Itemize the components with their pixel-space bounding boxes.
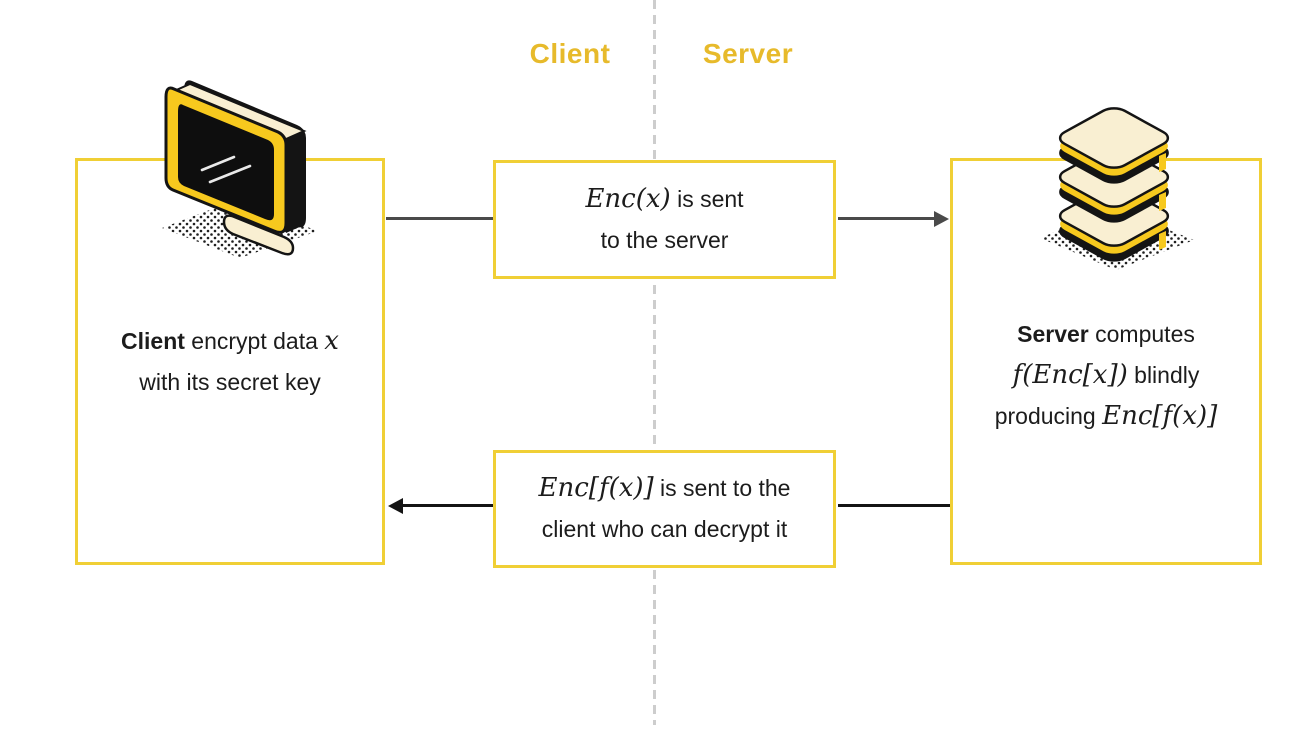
server-stack-icon [1026,86,1203,273]
topbox-to-server-arrow-line [838,217,937,220]
client-to-topbox-connector-line [386,217,493,220]
left-arrowhead-icon [388,498,403,514]
server-box-line1: Server computes [1017,321,1195,347]
bottom-message-line1: Enc[f(x)] is sent to the [538,473,791,503]
server-column-header: Server [702,38,794,69]
enc-fx-sent-message-box: Enc[f(x)] is sent to the client who can … [493,450,836,568]
client-box-line1: Client encrypt data x [121,326,339,356]
client-server-divider-dashed-line [653,0,656,725]
enc-x-sent-message-box: Enc(x) is sent to the server [493,160,836,279]
client-box-text: Client encrypt data x with its secret ke… [78,321,382,403]
server-box-line2: f(Enc[x]) blindly [1012,360,1200,390]
top-message-line1: Enc(x) is sent [585,184,744,214]
bottombox-to-client-arrow-line [402,504,493,507]
client-column-header: Client [529,38,611,69]
server-box-line3: producing Enc[f(x)] [994,401,1218,431]
top-message-text: Enc(x) is sent to the server [496,179,833,261]
bottom-message-line2: client who can decrypt it [541,516,788,542]
computer-monitor-icon [136,68,338,260]
top-message-line2: to the server [600,227,729,253]
right-arrowhead-icon [934,211,949,227]
client-box-line2: with its secret key [139,369,321,395]
bottom-message-text: Enc[f(x)] is sent to the client who can … [496,468,833,550]
server-box-text: Server computes f(Enc[x]) blindly produc… [953,314,1259,437]
server-to-bottombox-connector-line [838,504,950,507]
